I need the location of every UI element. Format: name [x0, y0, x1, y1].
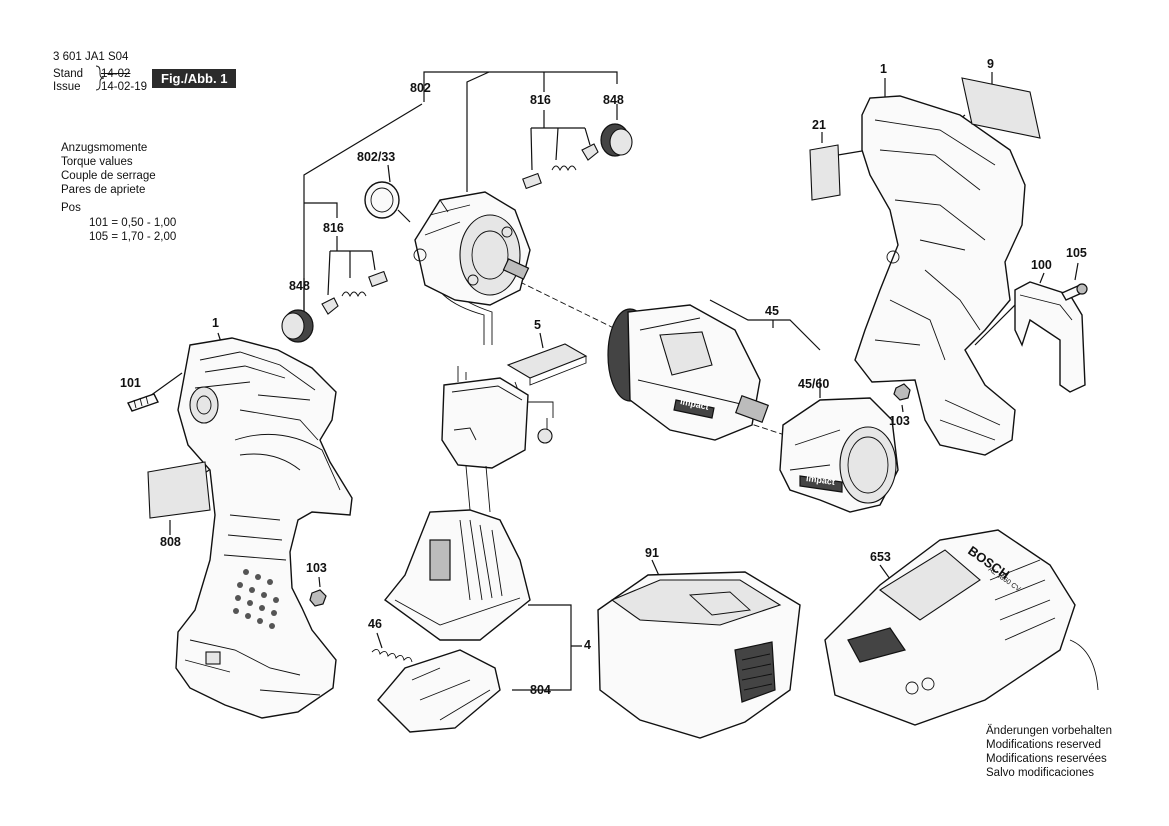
notice-line-4: Salvo modificaciones [986, 767, 1095, 779]
torque-line-2: Torque values [61, 156, 133, 168]
contact-plate-804 [377, 649, 501, 733]
part-label-804: 804 [530, 683, 551, 697]
part-label-802-33: 802/33 [357, 150, 396, 164]
torque-line-1: Anzugsmomente [61, 142, 148, 154]
issue-label: Issue [53, 81, 81, 93]
electronic-module-4 [383, 509, 531, 641]
o-ring-802-33 [364, 181, 400, 219]
belt-clip-100 [1014, 281, 1086, 393]
issue-date: 14-02-19 [101, 81, 148, 93]
torque-row-105: 105 = 1,70 - 2,00 [89, 231, 177, 243]
leader-lines [149, 71, 1079, 691]
torque-pos-label: Pos [61, 202, 81, 214]
part-label-9: 9 [987, 57, 994, 71]
gearbox-assembly-45 [607, 304, 770, 441]
label-plate-9 [961, 77, 1041, 139]
notice-line-1: Änderungen vorbehalten [986, 725, 1112, 737]
part-label-653: 653 [870, 550, 891, 564]
part-label-46: 46 [368, 617, 382, 631]
part-label-101: 101 [120, 376, 141, 390]
label-plate-21 [809, 144, 841, 201]
impact-mark-cover [799, 475, 843, 493]
part-label-91: 91 [645, 546, 659, 560]
part-label-45-60: 45/60 [798, 377, 830, 391]
end-cap-848-top [600, 123, 633, 157]
impact-mark-gearbox [673, 399, 715, 419]
part-label-848-top: 848 [603, 93, 624, 107]
right-housing-half [854, 95, 1026, 456]
torque-line-4: Pares de apriete [61, 184, 146, 196]
part-label-45: 45 [765, 304, 779, 318]
nut-103-left [309, 589, 327, 607]
figure-label: Fig./Abb. 1 [152, 69, 237, 88]
brush-set-left [321, 270, 388, 315]
part-label-4: 4 [584, 638, 591, 652]
part-label-808: 808 [160, 535, 181, 549]
torque-line-3: Couple de serrage [61, 170, 156, 182]
part-label-1-right: 1 [880, 62, 887, 76]
left-housing-half [175, 337, 353, 719]
nose-cover-45-60 [779, 397, 899, 513]
part-label-103-left: 103 [306, 561, 327, 575]
part-label-1-left: 1 [212, 316, 219, 330]
part-label-21: 21 [812, 118, 826, 132]
switch-slider-5 [506, 343, 588, 386]
part-label-802: 802 [410, 81, 431, 95]
part-label-105: 105 [1066, 246, 1087, 260]
screw-105 [1061, 283, 1088, 301]
notice-line-3: Modifications reservées [986, 753, 1107, 765]
spring-46 [371, 649, 413, 663]
document-number: 3 601 JA1 S04 [53, 51, 129, 63]
brush-set-top [522, 143, 599, 190]
stand-label: Stand [53, 68, 84, 80]
motor-assembly [413, 191, 531, 306]
date-brace [95, 65, 105, 91]
switch-module [441, 377, 553, 513]
part-label-848-left: 848 [289, 279, 310, 293]
screw-101 [127, 393, 159, 412]
notice-line-2: Modifications reserved [986, 739, 1102, 751]
part-label-816-left: 816 [323, 221, 344, 235]
part-label-816-top: 816 [530, 93, 551, 107]
part-label-100: 100 [1031, 258, 1052, 272]
part-label-5: 5 [534, 318, 541, 332]
old-date: 14-02 [101, 68, 131, 80]
charger-653 [824, 529, 1099, 726]
torque-row-101: 101 = 0,50 - 1,00 [89, 217, 177, 229]
label-plate-808 [147, 461, 211, 519]
end-cap-848-left [281, 309, 314, 343]
part-label-103-right: 103 [889, 414, 910, 428]
nut-103-right [893, 383, 911, 401]
battery-pack-91 [597, 571, 801, 739]
